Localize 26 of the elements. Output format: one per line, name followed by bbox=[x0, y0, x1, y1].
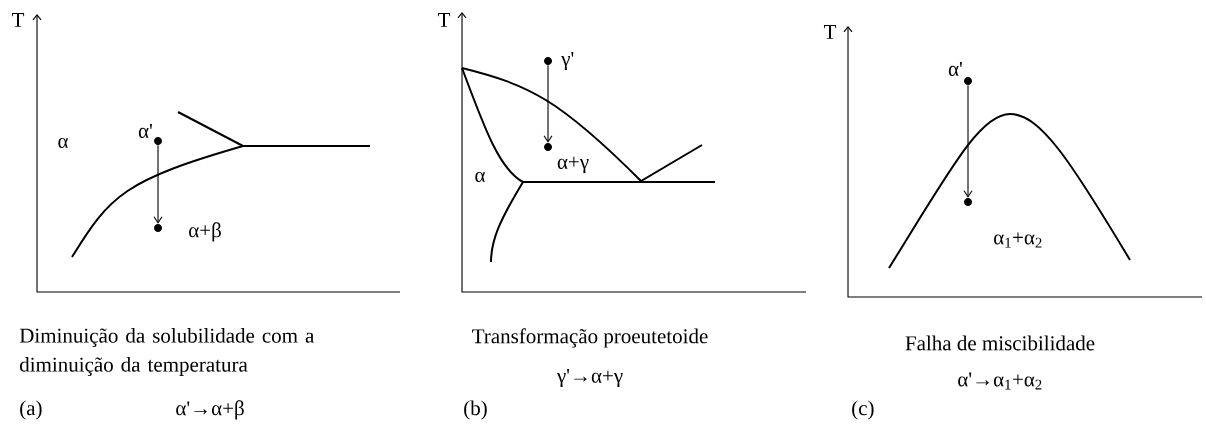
reaction-equation: α'→α$_{1}$+α$_{2}$ bbox=[958, 372, 1042, 390]
phase-label: α bbox=[58, 137, 69, 149]
arrow bbox=[153, 144, 163, 224]
reaction-equation: α'→α+β bbox=[176, 400, 244, 420]
arrow bbox=[963, 84, 973, 198]
phase-label: α$_{1}$+α$_{2}$ bbox=[994, 232, 1042, 248]
point-label: α' bbox=[948, 62, 962, 76]
axis-label: T bbox=[437, 13, 451, 27]
arrow bbox=[543, 64, 553, 143]
caption-text: Diminuição da solubilidade com a diminuição da temperatura bbox=[19, 327, 315, 376]
axis-label: T bbox=[823, 25, 837, 39]
point-label: α' bbox=[138, 124, 152, 138]
phase-label: α+γ bbox=[557, 156, 589, 174]
caption-text: Transformação proeutetoide bbox=[472, 328, 708, 348]
state-point bbox=[964, 198, 972, 206]
reaction-equation: γ'→α+γ bbox=[556, 368, 623, 388]
panel-label: (a) bbox=[20, 400, 42, 420]
phase-label: α+β bbox=[189, 222, 221, 242]
phase-label: α bbox=[475, 171, 486, 183]
panel-label: (b) bbox=[464, 400, 487, 420]
point-label: γ' bbox=[561, 51, 574, 71]
panel-label: (c) bbox=[852, 400, 874, 420]
caption-text: Falha de miscibilidade bbox=[905, 335, 1095, 351]
state-point bbox=[154, 224, 162, 232]
axis-label: T bbox=[12, 13, 25, 27]
state-point bbox=[544, 143, 552, 151]
